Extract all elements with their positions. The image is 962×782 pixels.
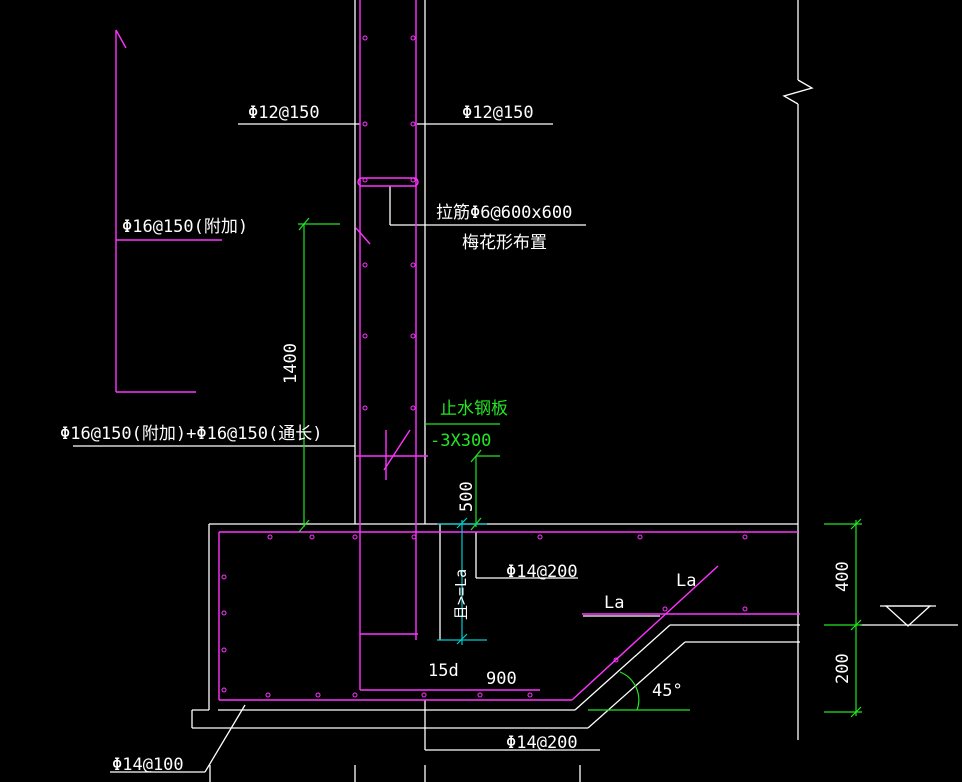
rebar-dot [477,692,483,698]
rebar-dot [221,610,227,616]
concrete-outline [73,0,958,782]
rebar-dot [362,121,368,127]
slab-thickness-dim: 400 [833,561,853,592]
angle-label: 45° [652,681,683,701]
side-bar-label: Φ14@100 [112,755,184,775]
waterstop-label: 止水钢板 [440,399,508,419]
rebar-dot [410,262,416,268]
rebar-dot [410,121,416,127]
slab-width-label: 900 [486,669,517,689]
anchor-length-label: 且>=La [452,569,470,620]
step-depth-dim: 200 [833,653,853,684]
rebar-lines [115,0,800,701]
rebar-dot [410,333,416,339]
anchor-dimension [437,517,487,645]
la-diagonal-label: La [676,571,696,591]
rebar-dot [265,692,271,698]
rebar-dot [221,687,227,693]
bottom-slab-bar-label: Φ14@200 [506,733,578,753]
dimension-lines [298,217,862,718]
rebar-dot [362,177,368,183]
rebar-dot [362,405,368,411]
vertical-bar-left-label: Φ12@150 [248,103,320,123]
rebar-dots [221,35,748,698]
rebar-dot [637,534,643,540]
hook-length-label: 15d [428,661,459,681]
rebar-dot [352,692,358,698]
rebar-dot [662,606,668,612]
rebar-dot [221,574,227,580]
rebar-dot [742,606,748,612]
rebar-dot [315,692,321,698]
waterstop-size-label: -3X300 [430,431,491,451]
rebar-dot [527,692,533,698]
rebar-dot [362,262,368,268]
rebar-dot [352,534,358,540]
top-slab-bar-label: Φ14@200 [506,562,578,582]
rebar-dot [410,177,416,183]
wall-height-dim: 1400 [281,343,301,384]
additional-bar-label: Φ16@150(附加) [122,217,248,237]
rebar-dot [410,405,416,411]
rebar-dot [267,534,273,540]
la-horizontal-label: La [604,593,624,613]
rebar-dot [410,35,416,41]
rebar-dot [411,534,417,540]
tie-bar-note-label: 梅花形布置 [462,233,547,253]
rebar-dot [362,333,368,339]
tie-bar-label: 拉筋Φ6@600x600 [436,203,572,223]
rebar-dot [221,647,227,653]
vertical-bar-right-label: Φ12@150 [462,103,534,123]
rebar-dot [362,35,368,41]
rebar-dot [421,692,427,698]
rebar-dot [613,657,619,663]
rebar-dot [537,534,543,540]
rebar-dot [309,534,315,540]
combined-bar-label: Φ16@150(附加)+Φ16@150(通长) [60,424,322,444]
waterstop-offset-dim: 500 [457,481,477,512]
rebar-dot [742,534,748,540]
